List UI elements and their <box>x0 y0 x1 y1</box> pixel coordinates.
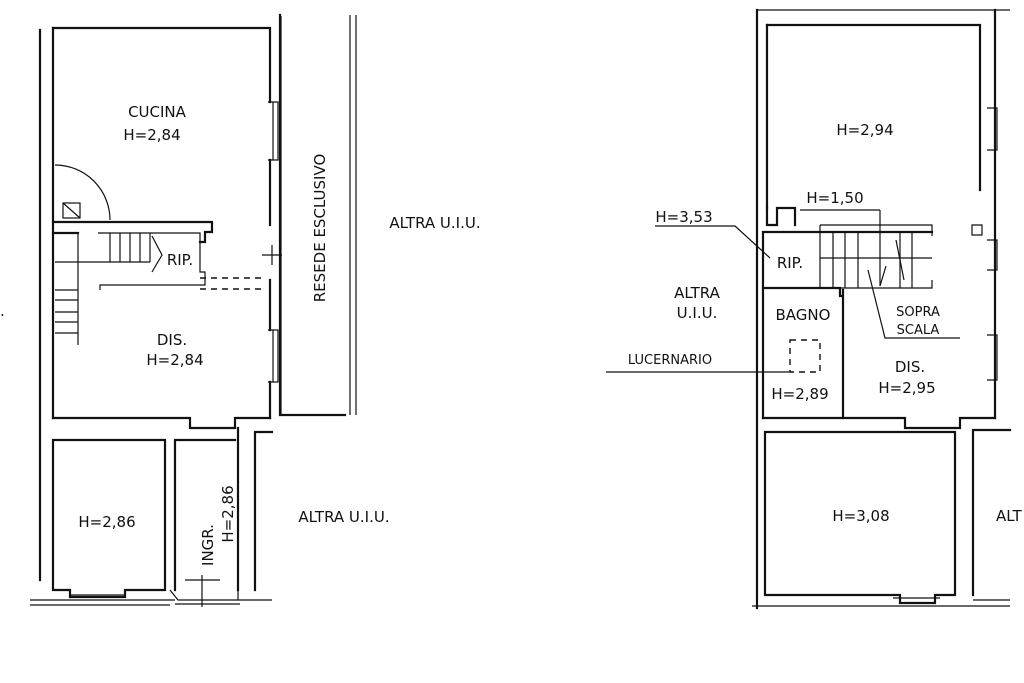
height-ceiling: H=3,53 <box>655 208 712 226</box>
wall <box>765 23 982 192</box>
window <box>987 107 998 151</box>
wall <box>51 416 272 430</box>
upper-floor-plan <box>606 8 1012 610</box>
appliance <box>62 202 81 219</box>
window <box>268 101 279 161</box>
height-ingr: H=2,86 <box>219 485 237 542</box>
room-label-ingr: INGR. <box>199 524 217 566</box>
wall <box>253 430 274 592</box>
ground-line <box>752 597 1010 607</box>
wall <box>278 13 347 417</box>
window <box>268 329 279 383</box>
skylight-dashed <box>789 339 821 373</box>
window <box>987 334 998 381</box>
opening-dashed <box>200 277 265 290</box>
appliance-mark <box>62 202 81 219</box>
height-room: H=2,86 <box>78 513 135 531</box>
height-cucina: H=2,84 <box>123 126 180 144</box>
altra-uiu-label: ALTRA <box>674 284 721 302</box>
altra-uiu-label: U.I.U. <box>677 304 718 322</box>
altra-uiu-label: ALT <box>996 507 1023 525</box>
room-label-dis: DIS. <box>895 358 925 376</box>
height-bottom-room: H=3,08 <box>832 507 889 525</box>
height-dis: H=2,95 <box>878 379 935 397</box>
wall <box>763 430 957 605</box>
sopra-scala-label: SOPRA <box>896 305 940 320</box>
wall <box>51 438 167 599</box>
ground-floor-plan <box>30 13 357 607</box>
sopra-scala-label: SCALA <box>897 323 940 338</box>
room-label-cucina: CUCINA <box>128 103 187 121</box>
height-stair: H=1,50 <box>806 189 863 207</box>
entrance-step <box>169 579 240 605</box>
column-mark <box>971 224 983 236</box>
resede-esclusivo-label: RESEDE ESCLUSIVO <box>311 154 329 303</box>
room-label-dis: DIS. <box>157 331 187 349</box>
height-dis: H=2,84 <box>146 351 203 369</box>
wall <box>765 206 797 227</box>
lucernario-label: LUCERNARIO <box>628 353 712 368</box>
stair-treads <box>98 233 151 263</box>
room-label-rip: RIP. <box>777 254 803 272</box>
edge-mark: . <box>0 302 5 320</box>
room-label-bagno: BAGNO <box>776 306 831 324</box>
stair-outline <box>98 232 206 290</box>
wall <box>173 426 240 592</box>
height-bagno: H=2,89 <box>771 385 828 403</box>
boundary-line <box>280 15 357 415</box>
wall <box>51 26 272 104</box>
altra-uiu-label: ALTRA U.I.U. <box>389 214 480 232</box>
wall <box>761 416 997 430</box>
stair-direction <box>879 210 905 287</box>
door-swing <box>54 164 111 221</box>
leader-sopra-scala <box>867 269 960 339</box>
leader-h353 <box>655 225 771 259</box>
altra-uiu-label: ALTRA U.I.U. <box>298 508 389 526</box>
wall <box>761 230 934 420</box>
window <box>987 239 998 271</box>
wall <box>761 286 845 420</box>
stair-direction <box>151 235 163 273</box>
stair-flight <box>55 233 98 345</box>
stair-outline <box>819 224 933 289</box>
wall <box>971 428 1012 597</box>
ground-line <box>30 599 272 606</box>
wall <box>51 220 214 244</box>
height-top-room: H=2,94 <box>836 121 893 139</box>
column-mark <box>262 245 282 265</box>
stair-treads <box>820 232 932 288</box>
room-label-rip: RIP. <box>167 251 193 269</box>
